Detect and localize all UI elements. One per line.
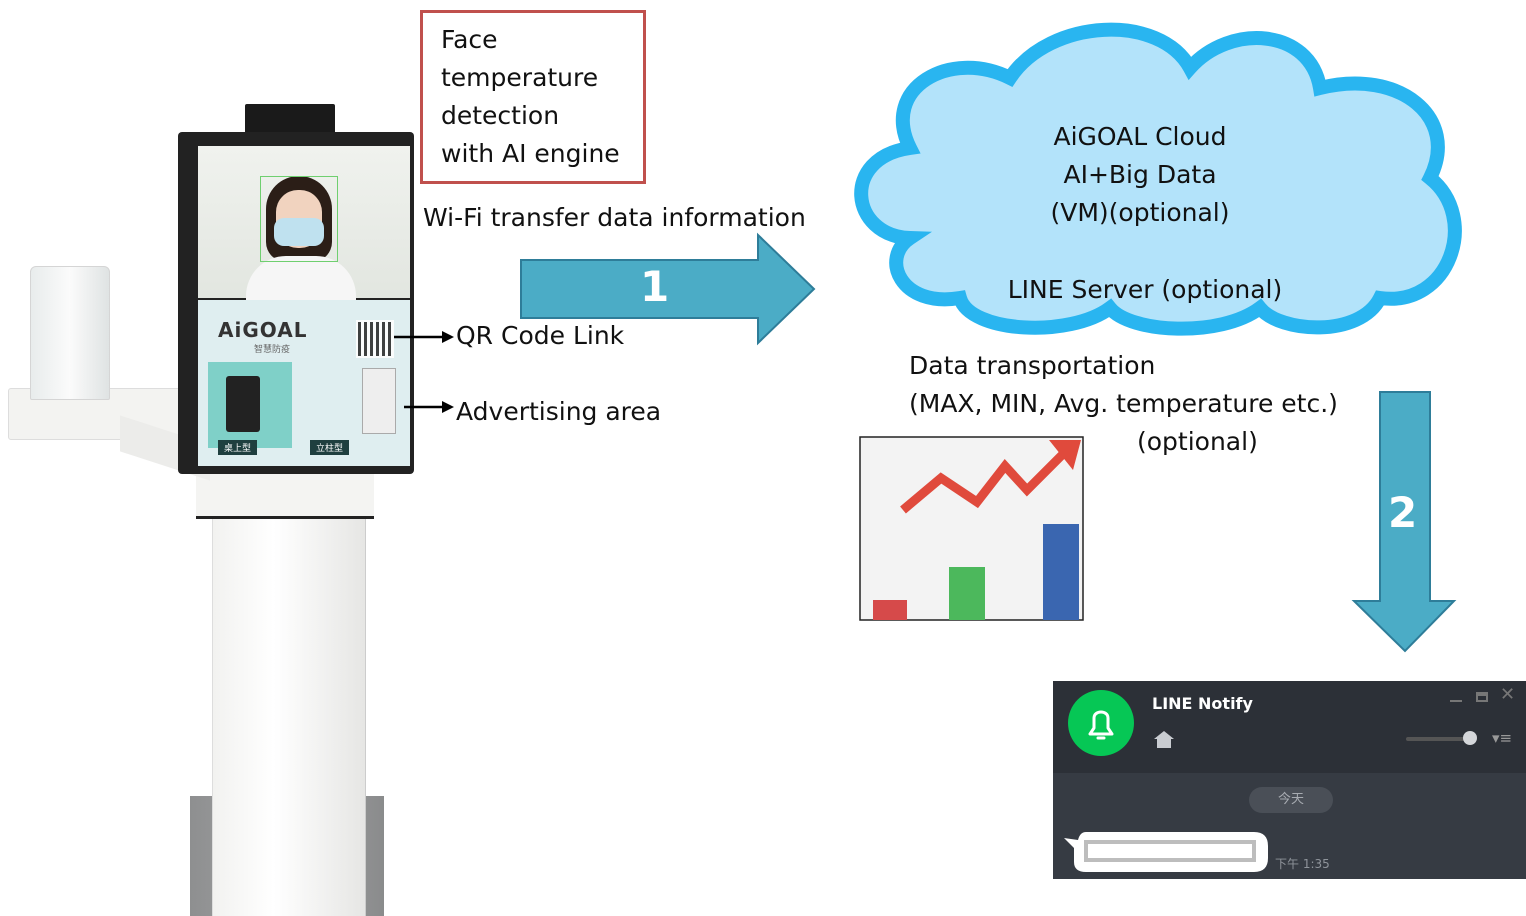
arrow-2-number: 2 bbox=[1388, 488, 1418, 537]
transport-line-2: (MAX, MIN, Avg. temperature etc.) bbox=[909, 389, 1338, 418]
cloud-line-3: (VM)(optional) bbox=[1050, 198, 1230, 227]
arrow-1-number: 1 bbox=[640, 262, 670, 311]
ai-engine-line-2: temperature bbox=[441, 63, 599, 92]
qr-code bbox=[356, 320, 394, 358]
menu-icon[interactable]: ▾≡ bbox=[1492, 729, 1513, 747]
ai-engine-line-1: Face bbox=[441, 25, 498, 54]
kiosk-screen-camera-view bbox=[198, 146, 410, 306]
line-notify-title: LINE Notify bbox=[1152, 694, 1253, 713]
face-detect-box bbox=[260, 176, 338, 262]
ad-tag-right: 立柱型 bbox=[310, 440, 350, 455]
ad-pointer-arrow bbox=[404, 401, 454, 413]
maximize-icon[interactable] bbox=[1476, 692, 1488, 702]
cloud-line-4: LINE Server (optional) bbox=[1007, 275, 1283, 304]
ad-tag-left: 桌上型 bbox=[218, 440, 258, 455]
message-time: 下午 1:35 bbox=[1275, 857, 1330, 871]
qr-code-label: QR Code Link bbox=[456, 321, 625, 350]
chart-bar-green bbox=[949, 567, 985, 620]
line-notify-avatar bbox=[1068, 690, 1134, 756]
chart-trend-line bbox=[900, 450, 1067, 514]
close-icon[interactable]: ✕ bbox=[1500, 684, 1516, 705]
ai-engine-line-4: with AI engine bbox=[441, 139, 620, 168]
ai-engine-line-3: detection bbox=[441, 101, 560, 130]
arrow-1 bbox=[520, 232, 816, 346]
arrow-2 bbox=[1351, 391, 1457, 653]
chart-bar-blue bbox=[1043, 524, 1079, 620]
volume-slider[interactable] bbox=[1406, 737, 1472, 741]
kiosk-brand: AiGOAL bbox=[218, 318, 308, 342]
transport-line-1: Data transportation bbox=[909, 351, 1156, 380]
face-mask bbox=[274, 218, 324, 246]
kiosk-brand-sub: 智慧防疫 bbox=[254, 345, 291, 355]
cloud-line-1: AiGOAL Cloud bbox=[1053, 122, 1227, 151]
person-body bbox=[246, 256, 356, 306]
transport-line-3: (optional) bbox=[1137, 427, 1258, 456]
cloud-line-2: AI+Big Data bbox=[1063, 160, 1217, 189]
bell-icon bbox=[1088, 710, 1114, 740]
advertising-area-label: Advertising area bbox=[456, 397, 662, 426]
home-icon[interactable] bbox=[1153, 729, 1175, 749]
date-chip: 今天 bbox=[1249, 787, 1333, 813]
ad-device-2 bbox=[362, 368, 396, 434]
wifi-label: Wi-Fi transfer data information bbox=[423, 203, 806, 232]
message-bubble bbox=[1064, 832, 1268, 872]
sanitizer-dispenser bbox=[30, 266, 110, 400]
chart-bar-red bbox=[873, 600, 907, 620]
kiosk-screen-ad: AiGOAL 智慧防疫 桌上型 立柱型 bbox=[198, 300, 410, 466]
qr-pointer-arrow bbox=[394, 331, 454, 343]
ad-device-1 bbox=[226, 376, 260, 432]
kiosk-pillar bbox=[212, 514, 366, 916]
cloud-shape bbox=[854, 22, 1462, 336]
kiosk-camera bbox=[245, 104, 335, 134]
chart-trend-arrowhead bbox=[1049, 440, 1081, 470]
ai-engine-box: Face temperature detection with AI engin… bbox=[420, 10, 646, 184]
growth-chart-image bbox=[859, 436, 1084, 621]
minimize-icon[interactable] bbox=[1450, 700, 1462, 702]
kiosk-neck bbox=[196, 470, 374, 519]
volume-slider-knob[interactable] bbox=[1463, 731, 1477, 745]
